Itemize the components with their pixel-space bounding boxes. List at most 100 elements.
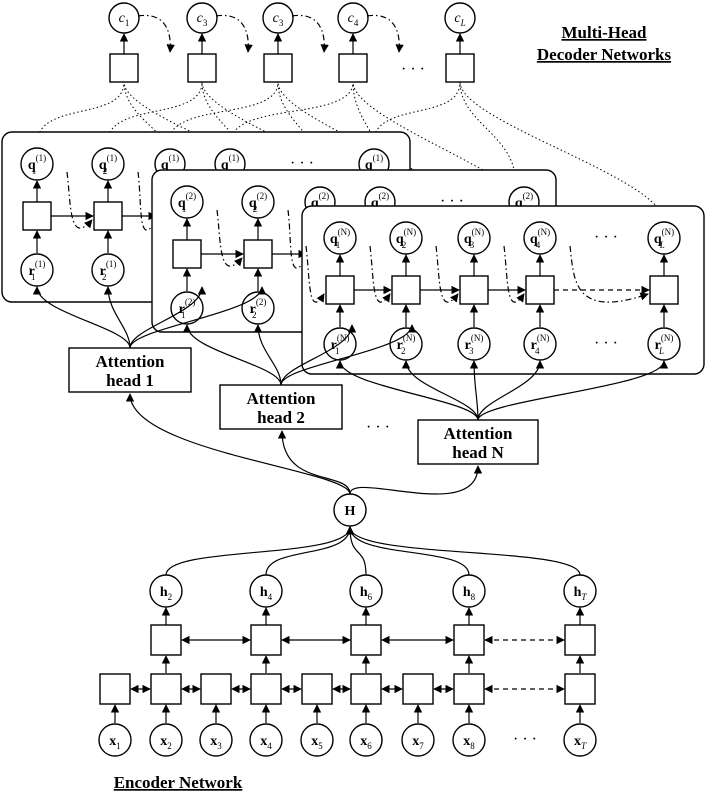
r-node bbox=[91, 253, 125, 287]
partial-q-label: q(1) bbox=[221, 153, 239, 173]
feedback-arrow bbox=[369, 245, 391, 303]
label-subscript: 4 bbox=[267, 741, 272, 751]
label-base: r bbox=[655, 338, 661, 353]
label-base: q bbox=[371, 196, 379, 211]
label-subscript: 3 bbox=[279, 18, 284, 28]
label-superscript: (N) bbox=[538, 227, 551, 237]
label-subscript: 1 bbox=[336, 240, 341, 250]
label-superscript: (N) bbox=[537, 333, 550, 343]
q-node bbox=[457, 221, 491, 255]
label-base: h bbox=[463, 585, 471, 600]
label-base: q bbox=[330, 232, 338, 247]
encoder-upper-cell bbox=[150, 624, 182, 656]
output-link bbox=[36, 81, 125, 145]
node-label: c4 bbox=[348, 11, 359, 28]
feedback-arrow bbox=[287, 209, 305, 269]
encoder-lower-cell bbox=[350, 673, 382, 705]
output-feedback-arrow bbox=[366, 14, 404, 53]
label-superscript: (2) bbox=[186, 191, 197, 201]
attention-to-r-arrow bbox=[129, 286, 207, 349]
output-node-c bbox=[108, 2, 140, 34]
label-subscript: 2 bbox=[103, 166, 108, 176]
node-label: r(1)1 bbox=[29, 259, 46, 282]
label-subscript: L bbox=[460, 18, 466, 28]
attention-to-r-arrow bbox=[469, 360, 479, 421]
h-to-H-arrow bbox=[345, 526, 581, 576]
input-node-x bbox=[452, 723, 486, 757]
label-subscript: 5 bbox=[318, 741, 323, 751]
input-node-x bbox=[401, 723, 435, 757]
label-superscript: (2) bbox=[257, 191, 268, 201]
attention-to-r-arrow bbox=[280, 324, 357, 386]
encoder-lower-cell bbox=[200, 673, 232, 705]
attention-to-r-arrow bbox=[253, 324, 282, 386]
attention-label-line2: head N bbox=[452, 443, 504, 462]
node-label: x5 bbox=[311, 734, 323, 751]
decoder-cell bbox=[649, 275, 679, 305]
label-base: r bbox=[100, 264, 106, 279]
attention-label-line1: Attention bbox=[247, 389, 316, 408]
ellipsis: · · · bbox=[594, 335, 618, 352]
label-subscript: 3 bbox=[203, 18, 208, 28]
input-node-x bbox=[149, 723, 183, 757]
node-label: r(1)2 bbox=[100, 259, 117, 282]
label-superscript: (N) bbox=[403, 333, 416, 343]
node-label: q(N)4 bbox=[530, 227, 550, 250]
attention-to-r-arrow bbox=[103, 286, 131, 349]
label-subscript: 2 bbox=[253, 204, 258, 214]
attention-to-r-arrow bbox=[477, 360, 669, 421]
h-to-H-arrow bbox=[265, 526, 355, 576]
context-label: H bbox=[345, 504, 356, 519]
feedback-arrow bbox=[216, 209, 243, 267]
input-node-x bbox=[199, 723, 233, 757]
label-superscript: (N) bbox=[404, 227, 417, 237]
label-subscript: L bbox=[658, 346, 664, 356]
hidden-node-h bbox=[349, 574, 383, 608]
output-link bbox=[167, 81, 279, 145]
label-superscript: (N) bbox=[662, 227, 675, 237]
encoder-upper-cell bbox=[350, 624, 382, 656]
node-label: r(N)2 bbox=[397, 333, 416, 356]
encoder-upper-cell bbox=[453, 624, 485, 656]
label-subscript: 1 bbox=[181, 310, 186, 320]
q-node bbox=[91, 147, 125, 181]
H-to-attention-arrow bbox=[277, 430, 351, 495]
label-base: r bbox=[531, 338, 537, 353]
label-superscript: (1) bbox=[373, 153, 384, 163]
ellipsis: · · · bbox=[290, 155, 314, 172]
label-subscript: 6 bbox=[367, 741, 372, 751]
label-superscript: (1) bbox=[107, 153, 118, 163]
input-node-x bbox=[300, 723, 334, 757]
node-label: q(N)1 bbox=[330, 227, 350, 250]
label-base: c bbox=[348, 11, 355, 26]
label-subscript: 7 bbox=[419, 741, 424, 751]
decoder-head-3: q(N)1r(N)1q(N)2r(N)2q(N)3r(N)3q(N)4r(N)4… bbox=[301, 205, 705, 375]
label-base: h bbox=[574, 585, 582, 600]
decoder-cell bbox=[325, 275, 355, 305]
label-superscript: (1) bbox=[35, 259, 46, 269]
label-base: x bbox=[311, 734, 318, 749]
node-label: hT bbox=[574, 585, 588, 602]
label-base: c bbox=[273, 11, 280, 26]
node-label: r(N)1 bbox=[331, 333, 350, 356]
partial-q-label: q(1) bbox=[365, 153, 383, 173]
node-label: x2 bbox=[160, 734, 172, 751]
q-node bbox=[647, 221, 681, 255]
q-node bbox=[20, 147, 54, 181]
label-base: h bbox=[360, 585, 368, 600]
q-node bbox=[241, 185, 275, 219]
label-subscript: L bbox=[659, 240, 665, 250]
attention-box bbox=[417, 419, 539, 465]
label-base: r bbox=[331, 338, 337, 353]
label-subscript: 1 bbox=[182, 204, 187, 214]
attention-label-line1: Attention bbox=[96, 352, 165, 371]
q-node bbox=[170, 185, 204, 219]
attention-label-line1: Attention bbox=[444, 424, 513, 443]
hidden-node-h bbox=[149, 574, 183, 608]
label-subscript: 2 bbox=[252, 310, 257, 320]
h-to-H-arrow bbox=[345, 526, 470, 576]
label-base: r bbox=[397, 338, 403, 353]
attention-to-r-arrow bbox=[477, 360, 545, 421]
